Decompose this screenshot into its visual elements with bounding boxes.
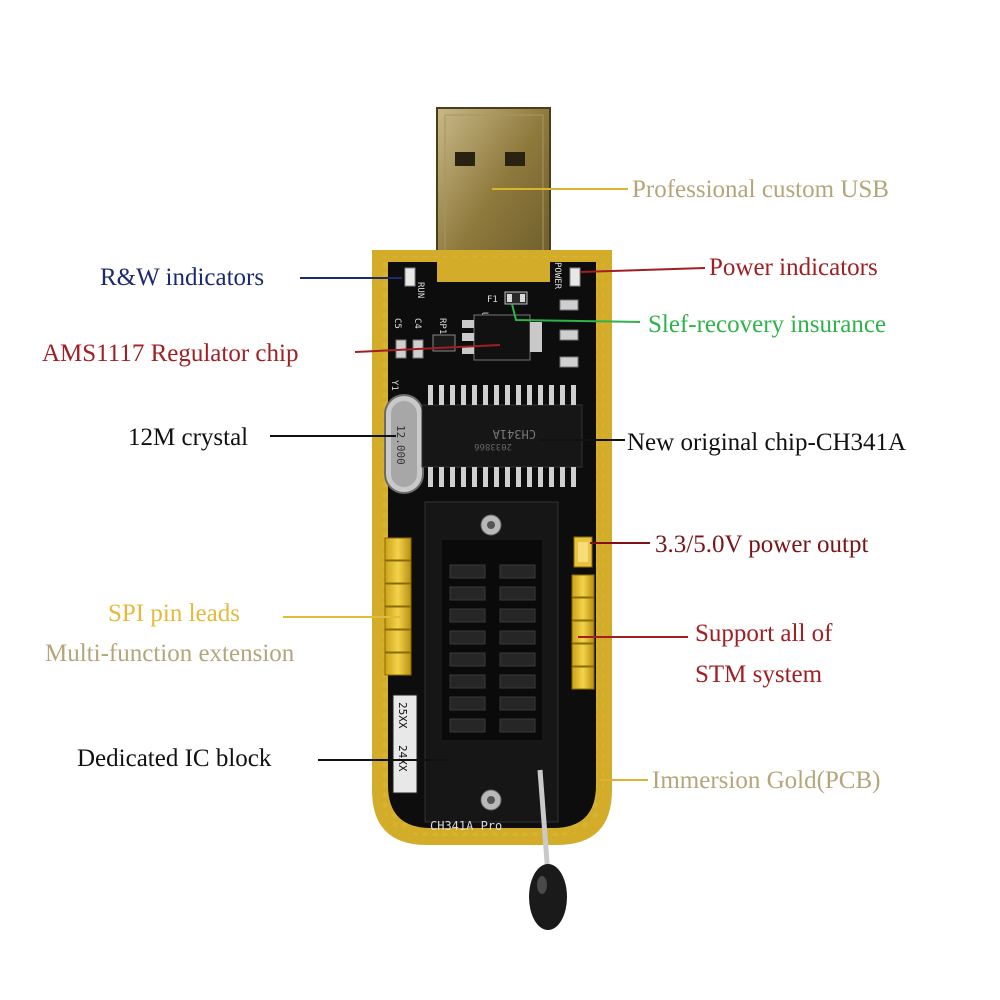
crystal-component [384,394,424,494]
header-pin [571,643,595,667]
chip-code: 2033866 [474,441,512,451]
board-y1-label: Y1 [389,380,399,391]
chip-pin [560,467,565,487]
chip-pin [428,385,433,405]
main-chip-pins [428,385,576,487]
chip-pin [527,467,532,487]
socket-slot [449,608,486,623]
socket-lever [529,769,567,930]
chip-pin [483,385,488,405]
socket-25xx-label: 25XX [396,702,409,729]
socket-slots [449,564,536,733]
label-spi-extension: Multi-function extension [45,640,295,667]
header-pin [384,560,412,584]
label-power-indicators: Power indicators [709,254,878,281]
chip-pin [439,385,444,405]
chip-pin [571,385,576,405]
header-pin [384,629,412,653]
label-ic-block: Dedicated IC block [77,745,272,772]
label-gold-pcb: Immersion Gold(PCB) [652,767,881,794]
power-jumper [573,536,593,568]
label-regulator: AMS1117 Regulator chip [42,340,299,367]
chip-pin [450,467,455,487]
chip-pin [560,385,565,405]
socket-slot [449,674,486,689]
led-power [569,267,581,287]
chip-pin [428,467,433,487]
board-c4-label: C4 [412,318,422,329]
label-chip: New original chip-CH341A [627,429,907,456]
main-chip [421,404,583,468]
socket-24xx-label: 24XX [396,745,409,772]
chip-pin [516,385,521,405]
chip-pin [538,385,543,405]
chip-pin [527,385,532,405]
crystal-marking: 12.000 [394,425,407,465]
label-usb: Professional custom USB [632,176,889,203]
socket-slot [449,564,486,579]
label-power-output: 3.3/5.0V power outpt [655,531,869,558]
chip-pin [505,385,510,405]
chip-pin [439,467,444,487]
socket-slot [499,608,536,623]
socket-slot [499,652,536,667]
board-c5-label: C5 [392,318,402,329]
label-fuse: Slef-recovery insurance [648,311,887,338]
chip-pin [516,467,521,487]
board-run-label: RUN [415,282,425,298]
label-stm-support: Support all of [695,620,833,647]
chip-pin [571,467,576,487]
socket-slot [499,630,536,645]
header-pin [571,597,595,621]
socket-slot [449,718,486,733]
chip-pin [494,467,499,487]
chip-pin [483,467,488,487]
regulator-chip [462,314,542,361]
chip-marking: CH341A [492,427,536,441]
header-pin [571,666,595,690]
board-power-label: POWER [552,262,562,290]
chip-pin [494,385,499,405]
chip-pin [450,385,455,405]
label-spi-leads: SPI pin leads [108,600,240,627]
header-pin [384,583,412,607]
socket-slot [449,696,486,711]
chip-pin [538,467,543,487]
label-stm-system: STM system [695,661,823,688]
leader-lines [270,188,706,781]
spi-header-pins [384,537,412,676]
chip-pin [549,467,554,487]
label-crystal: 12M crystal [128,424,249,451]
socket-slot [449,630,486,645]
header-pin [384,537,412,561]
fuse-component [504,291,528,305]
header-pin [571,574,595,598]
board-rp1-label: RP1 [437,318,447,334]
socket-slot [499,564,536,579]
socket-type-box [392,694,418,794]
label-rw-indicators: R&W indicators [100,264,265,291]
header-pin [571,620,595,644]
socket-slot [499,718,536,733]
board-f1-label: F1 [487,295,498,305]
header-pin [384,652,412,676]
chip-pin [472,467,477,487]
socket-slot [499,674,536,689]
chip-pin [505,467,510,487]
socket-screws [480,514,502,811]
bottom-marking: CH341A Pro [430,819,502,833]
led-rw [404,267,416,287]
socket-slot [449,652,486,667]
socket-slot [449,586,486,601]
socket-slot [499,586,536,601]
socket-slot [499,696,536,711]
chip-pin [549,385,554,405]
chip-pin [461,385,466,405]
chip-pin [472,385,477,405]
chip-pin [461,467,466,487]
stm-header-pins [571,574,595,690]
